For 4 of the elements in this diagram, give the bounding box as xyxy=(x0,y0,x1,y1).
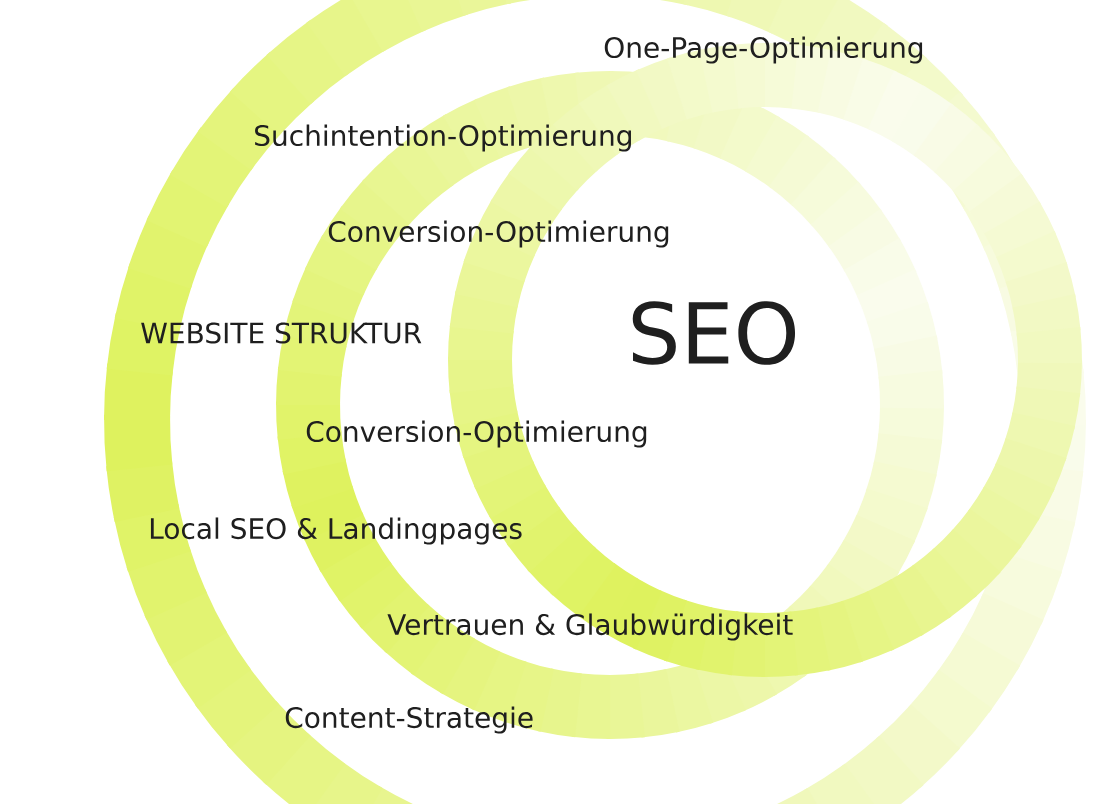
topic-label: Suchintention-Optimierung xyxy=(255,124,631,152)
topic-label: Conversion-Optimierung xyxy=(328,220,669,248)
topic-label: One-Page-Optimierung xyxy=(604,36,923,64)
heading: SEO xyxy=(632,301,796,365)
